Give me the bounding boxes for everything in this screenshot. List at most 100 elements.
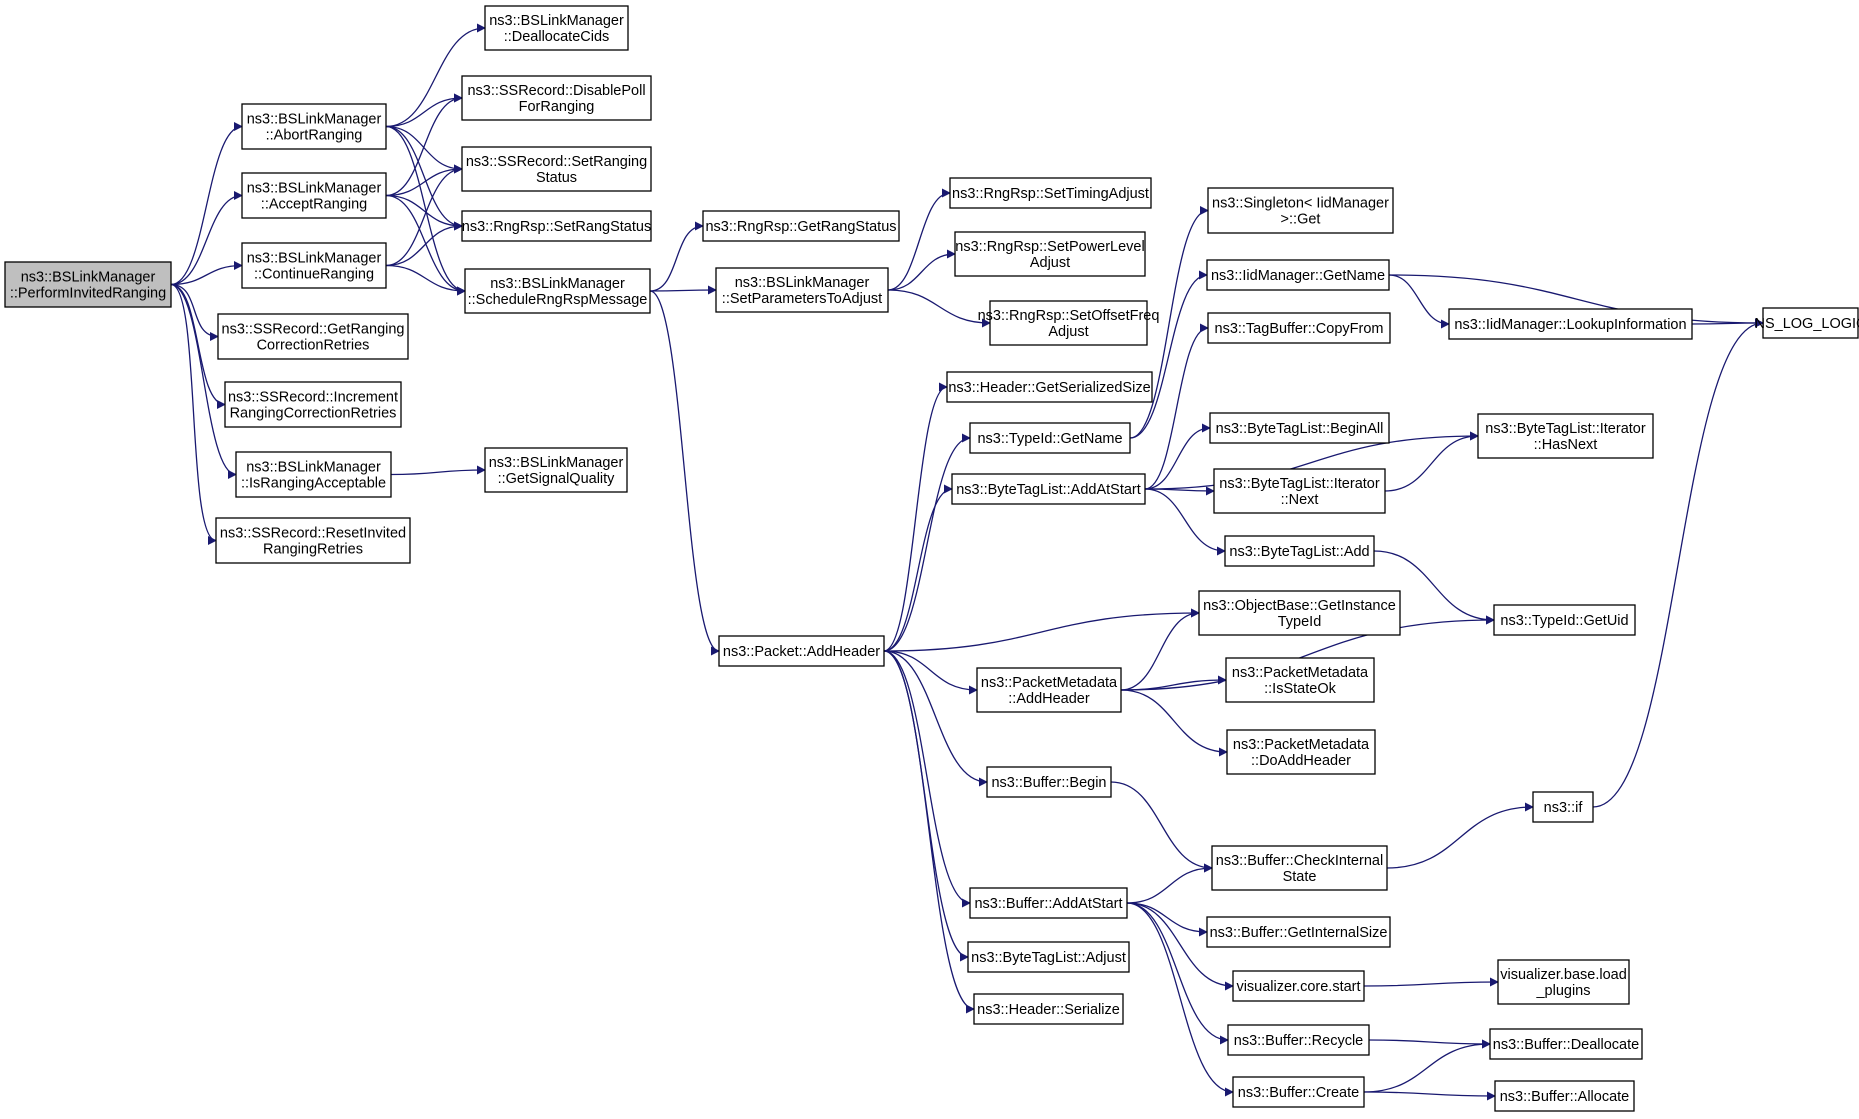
- graph-node-accept[interactable]: ns3::BSLinkManager::AcceptRanging: [241, 172, 387, 219]
- graph-node-bufaddstart[interactable]: ns3::Buffer::AddAtStart: [969, 887, 1128, 919]
- node-label-line: ns3::IidManager::GetName: [1211, 268, 1385, 284]
- edge-iidgetname-to-iidlookup: [1388, 274, 1450, 329]
- node-label-line: ns3::RngRsp::SetTimingAdjust: [952, 186, 1149, 202]
- graph-node-bufgetsize[interactable]: ns3::Buffer::GetInternalSize: [1206, 916, 1391, 948]
- graph-node-hdrser[interactable]: ns3::Header::Serialize: [973, 993, 1124, 1025]
- node-label-line: ns3::Buffer::Create: [1238, 1085, 1359, 1101]
- node-box: [461, 75, 652, 121]
- node-label-line: ns3::ObjectBase::GetInstance: [1203, 598, 1396, 614]
- node-box: [967, 941, 1130, 973]
- graph-node-getrangcorr[interactable]: ns3::SSRecord::GetRangingCorrectionRetri…: [217, 313, 409, 360]
- graph-node-iidlookup[interactable]: ns3::IidManager::LookupInformation: [1448, 308, 1693, 340]
- edge-abort-to-rngsetrang: [385, 125, 463, 231]
- node-label-line: ns3::Header::Serialize: [977, 1002, 1120, 1018]
- node-label-line: ns3::TagBuffer::CopyFrom: [1215, 321, 1384, 337]
- graph-node-ns3if[interactable]: ns3::if: [1532, 791, 1594, 823]
- graph-node-getuid[interactable]: ns3::TypeId::GetUid: [1493, 604, 1636, 636]
- node-box: [215, 517, 411, 564]
- edge-line: [385, 125, 466, 296]
- node-box: [1211, 845, 1388, 891]
- edge-line: [1691, 318, 1764, 328]
- graph-node-iidgetname[interactable]: ns3::IidManager::GetName: [1206, 259, 1390, 291]
- node-label-line: ::IsRangingAcceptable: [241, 476, 386, 492]
- node-box: [1206, 259, 1390, 291]
- graph-node-pktadd[interactable]: ns3::Packet::AddHeader: [718, 635, 885, 667]
- graph-node-bufdealloc[interactable]: ns3::Buffer::Deallocate: [1489, 1028, 1643, 1060]
- graph-node-btladdstart[interactable]: ns3::ByteTagList::AddAtStart: [951, 473, 1146, 505]
- graph-node-resetinv[interactable]: ns3::SSRecord::ResetInvitedRangingRetrie…: [215, 517, 411, 564]
- edge-line: [1363, 977, 1499, 987]
- graph-node-btladd[interactable]: ns3::ByteTagList::Add: [1224, 535, 1375, 567]
- graph-node-hasnext[interactable]: ns3::ByteTagList::Iterator::HasNext: [1477, 413, 1654, 459]
- edge-line: [170, 283, 217, 545]
- node-label-line: TypeId: [1278, 614, 1322, 630]
- graph-node-getrang[interactable]: ns3::RngRsp::GetRangStatus: [702, 210, 900, 242]
- edge-line: [170, 283, 219, 341]
- graph-node-bufbegin[interactable]: ns3::Buffer::Begin: [986, 766, 1112, 798]
- edge-pktadd-to-typename: [883, 433, 971, 652]
- graph-node-hdrsize[interactable]: ns3::Header::GetSerializedSize: [946, 371, 1153, 403]
- graph-node-btladjust[interactable]: ns3::ByteTagList::Adjust: [967, 941, 1130, 973]
- graph-node-rngsetrang[interactable]: ns3::RngRsp::SetRangStatus: [461, 210, 652, 242]
- node-box: [1477, 413, 1654, 459]
- graph-node-timing[interactable]: ns3::RngRsp::SetTimingAdjust: [949, 177, 1152, 209]
- graph-node-dealloc[interactable]: ns3::BSLinkManager::DeallocateCids: [484, 5, 629, 51]
- graph-node-nslog[interactable]: NS_LOG_LOGIC: [1754, 307, 1859, 339]
- graph-node-setparams[interactable]: ns3::BSLinkManager::SetParametersToAdjus…: [715, 267, 889, 313]
- node-label-line: ns3::SSRecord::Increment: [228, 390, 398, 406]
- graph-node-sigq[interactable]: ns3::BSLinkManager::GetSignalQuality: [484, 447, 628, 493]
- graph-node-pmstate[interactable]: ns3::PacketMetadata::IsStateOk: [1225, 657, 1375, 703]
- edge-btladdstart-to-btladd: [1144, 488, 1226, 556]
- edge-line: [170, 122, 243, 286]
- graph-node-continue[interactable]: ns3::BSLinkManager::ContinueRanging: [241, 242, 387, 289]
- node-label-line: ns3::Buffer::Begin: [991, 775, 1106, 791]
- node-box: [715, 267, 889, 313]
- graph-node-btlnext[interactable]: ns3::ByteTagList::Iterator::Next: [1213, 468, 1386, 514]
- graph-node-bufcreate[interactable]: ns3::Buffer::Create: [1232, 1076, 1365, 1108]
- node-box: [1226, 729, 1376, 775]
- node-label-line: ns3::IidManager::LookupInformation: [1454, 317, 1686, 333]
- edge-line: [1120, 608, 1200, 691]
- graph-node-tagcopy[interactable]: ns3::TagBuffer::CopyFrom: [1207, 312, 1391, 344]
- node-label-line: ns3::BSLinkManager: [247, 251, 382, 267]
- node-label-line: ::PerformInvitedRanging: [10, 286, 166, 302]
- node-label-line: CorrectionRetries: [257, 338, 370, 354]
- graph-node-vizload[interactable]: visualizer.base.load_plugins: [1497, 959, 1630, 1005]
- graph-node-isranging[interactable]: ns3::BSLinkManager::IsRangingAcceptable: [235, 451, 392, 498]
- edge-line: [649, 290, 720, 656]
- graph-node-bufalloc[interactable]: ns3::Buffer::Allocate: [1494, 1080, 1635, 1112]
- graph-node-pmdoadd[interactable]: ns3::PacketMetadata::DoAddHeader: [1226, 729, 1376, 775]
- graph-node-perform[interactable]: ns3::BSLinkManager::PerformInvitedRangin…: [4, 261, 172, 308]
- edge-pktadd-to-btladdstart: [883, 484, 953, 652]
- node-box: [946, 371, 1153, 403]
- graph-node-bufrecycle[interactable]: ns3::Buffer::Recycle: [1227, 1024, 1370, 1056]
- node-box: [1213, 468, 1386, 514]
- graph-node-singleton[interactable]: ns3::Singleton< IidManager>::Get: [1207, 187, 1394, 234]
- node-box: [1206, 916, 1391, 948]
- node-box: [969, 422, 1131, 454]
- graph-node-abort[interactable]: ns3::BSLinkManager::AbortRanging: [241, 103, 387, 150]
- node-box: [976, 667, 1122, 713]
- edge-schedule-to-getrang: [649, 221, 704, 292]
- graph-node-vizstart[interactable]: visualizer.core.start: [1232, 970, 1365, 1002]
- edge-line: [1384, 431, 1479, 492]
- graph-node-incr[interactable]: ns3::SSRecord::IncrementRangingCorrectio…: [224, 381, 402, 428]
- graph-node-pmadd[interactable]: ns3::PacketMetadata::AddHeader: [976, 667, 1122, 713]
- node-label-line: ns3::PacketMetadata: [981, 675, 1118, 691]
- graph-node-schedule[interactable]: ns3::BSLinkManager::ScheduleRngRspMessag…: [464, 268, 651, 314]
- node-box: [1494, 1080, 1635, 1112]
- graph-node-typename[interactable]: ns3::TypeId::GetName: [969, 422, 1131, 454]
- edge-line: [1129, 206, 1209, 439]
- graph-node-btlbeginall[interactable]: ns3::ByteTagList::BeginAll: [1209, 412, 1390, 444]
- node-box: [1224, 535, 1375, 567]
- node-box: [1227, 1024, 1370, 1056]
- edge-line: [883, 650, 978, 695]
- edge-line: [883, 650, 975, 1014]
- node-label-line: ns3::ByteTagList::AddAtStart: [956, 482, 1141, 498]
